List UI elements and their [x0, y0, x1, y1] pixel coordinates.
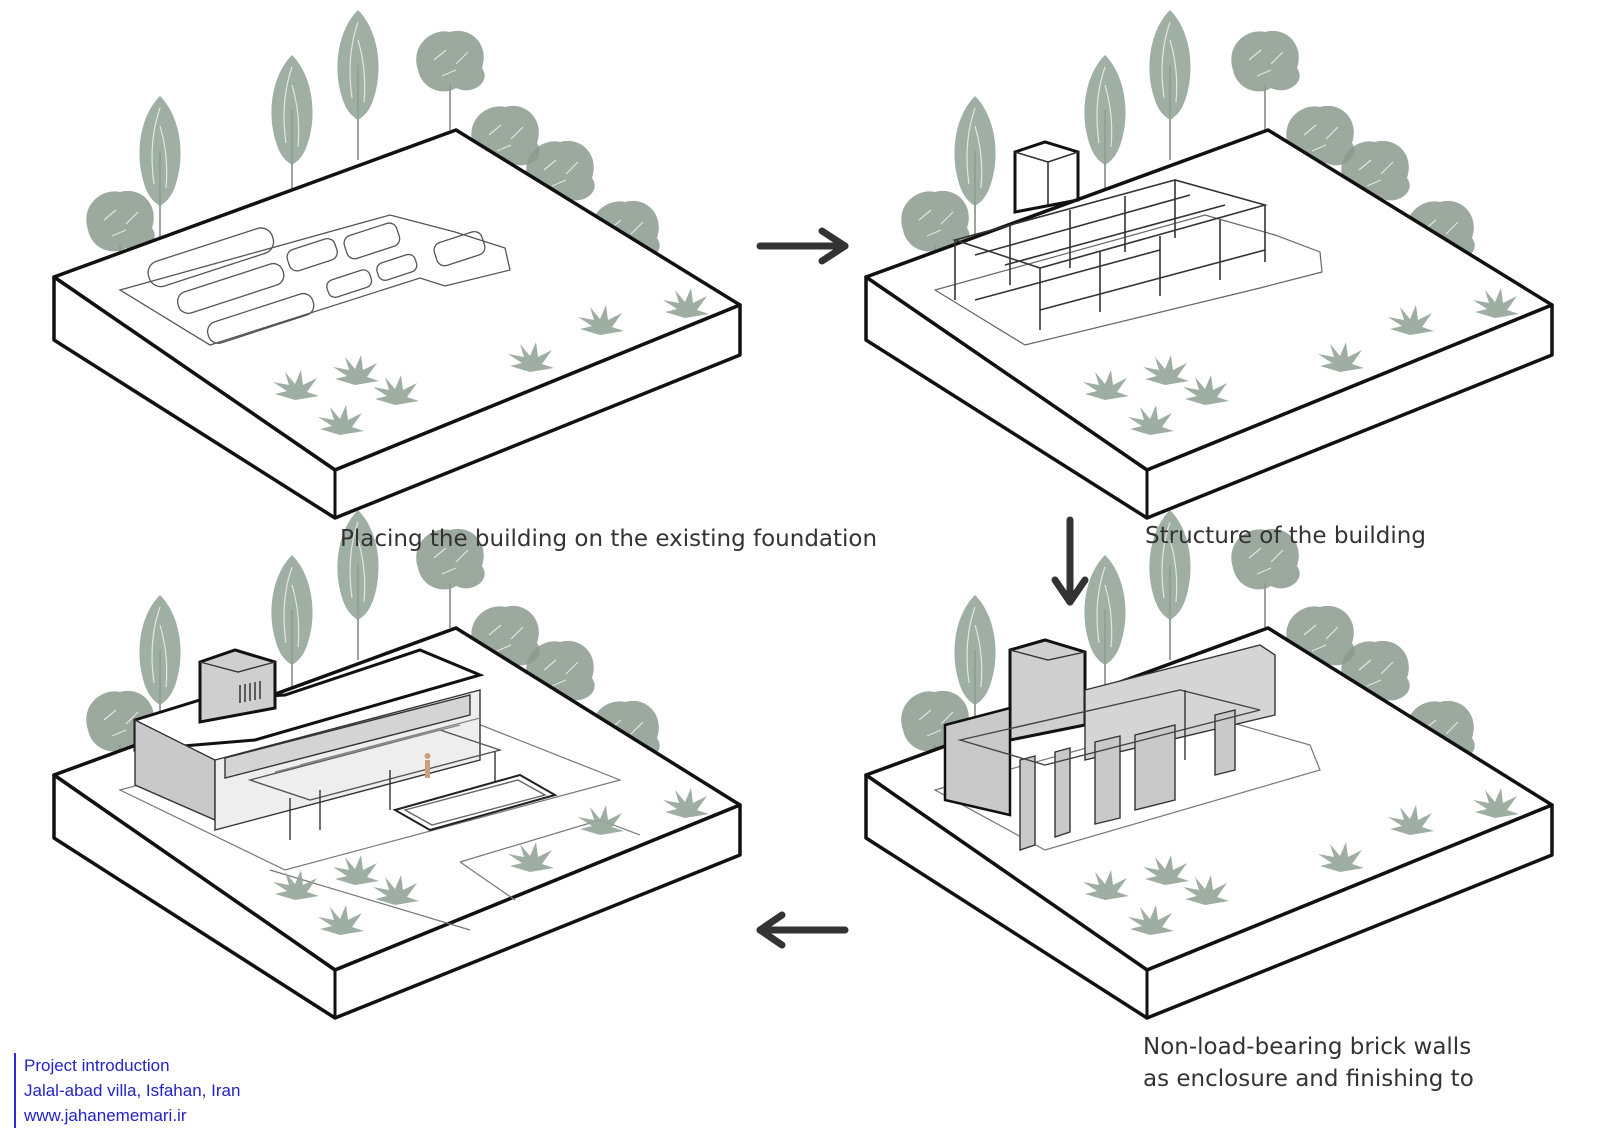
finished-villa [133, 648, 558, 840]
credit-title: Project introduction [24, 1056, 170, 1075]
caption-walls: Non-load-bearing brick walls as enclosur… [1143, 1034, 1474, 1092]
arrow-down [1051, 516, 1089, 606]
building-frame [933, 140, 1323, 346]
arrow-right [756, 227, 849, 265]
credit-block: Project introduction Jalal-abad villa, I… [14, 1053, 240, 1128]
credit-website-link[interactable]: www.jahanememari.ir [24, 1106, 187, 1125]
caption-structure: Structure of the building [1145, 523, 1426, 549]
credit-project: Jalal-abad villa, Isfahan, Iran [24, 1081, 241, 1100]
arrow-left [756, 911, 849, 949]
existing-foundation [118, 214, 511, 346]
panel-finished [52, 509, 742, 1020]
panel-foundation [52, 9, 742, 520]
panel-walls [864, 509, 1554, 1020]
panel-structure [864, 9, 1554, 520]
terrain-block [52, 128, 742, 520]
brick-walls [933, 638, 1321, 851]
caption-foundation: Placing the building on the existing fou… [340, 526, 878, 552]
